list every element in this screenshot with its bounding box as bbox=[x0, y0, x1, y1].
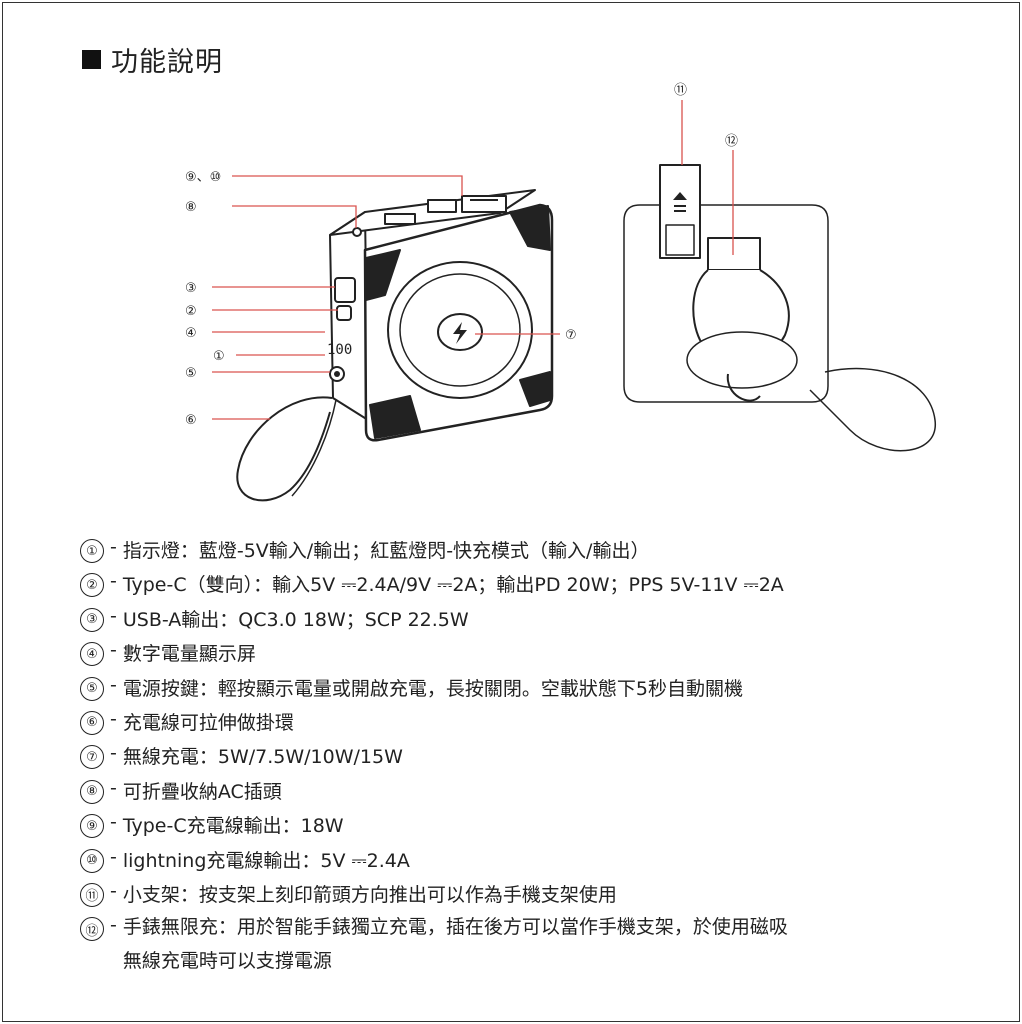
watch-charger-base bbox=[686, 331, 798, 389]
feature-text: USB-A輸出：QC3.0 18W；SCP 22.5W bbox=[122, 608, 469, 631]
feature-dash: - bbox=[110, 845, 117, 868]
feature-dash: - bbox=[110, 707, 117, 730]
feature-text: 數字電量顯示屏 bbox=[122, 643, 256, 666]
stand-base bbox=[665, 224, 695, 256]
digital-display-icon: 100 bbox=[327, 342, 352, 358]
leader-8 bbox=[232, 205, 357, 228]
power-button-dot bbox=[334, 371, 340, 377]
feature-item: ⑫ - 手錶無限充：用於智能手錶獨立充電，插在後方可以當作手機支架，於使用磁吸 … bbox=[80, 914, 980, 978]
feature-text: Type-C充電線輸出：18W bbox=[122, 815, 344, 838]
callout-9-10: ⑨、⑩ bbox=[185, 170, 221, 185]
title-text: 功能說明 bbox=[111, 47, 223, 78]
feature-list: ① - 指示燈：藍燈-5V輸入/輸出；紅藍燈閃-快充模式（輸入/輸出） ② - … bbox=[80, 536, 980, 978]
feature-text-continued: 無線充電時可以支撐電源 bbox=[122, 950, 332, 973]
feature-text: Type-C（雙向）：輸入5V ⎓2.4A/9V ⎓2A；輸出PD 20W；PP… bbox=[122, 574, 784, 597]
feature-item: ② - Type-C（雙向）：輸入5V ⎓2.4A/9V ⎓2A；輸出PD 20… bbox=[80, 570, 980, 604]
callout-leaders bbox=[212, 100, 734, 420]
feature-number: ⑨ bbox=[80, 814, 104, 839]
cable-slot-lightning bbox=[461, 195, 507, 213]
feature-number: ⑦ bbox=[80, 745, 104, 770]
lanyard-inner bbox=[291, 399, 337, 497]
wireless-pad-inner bbox=[399, 273, 521, 387]
callout-7: ⑦ bbox=[565, 328, 577, 343]
usb-a-port bbox=[334, 277, 356, 303]
feature-number: ⑤ bbox=[80, 676, 104, 701]
title-square-icon bbox=[82, 50, 101, 69]
callout-2: ② bbox=[185, 304, 197, 319]
callout-5: ⑤ bbox=[185, 366, 197, 381]
feature-text: 指示燈：藍燈-5V輸入/輸出；紅藍燈閃-快充模式（輸入/輸出） bbox=[122, 540, 650, 562]
feature-text: 小支架：按支架上刻印箭頭方向推出可以作為手機支架使用 bbox=[122, 883, 617, 906]
callout-labels: ⑨、⑩ ⑧ ③ ② ④ ① ⑤ ⑥ ⑦ ⑪ ⑫ bbox=[185, 83, 738, 428]
feature-item: ⑥ - 充電線可拉伸做掛環 bbox=[80, 708, 980, 742]
feature-text-block: 手錶無限充：用於智能手錶獨立充電，插在後方可以當作手機支架，於使用磁吸 無線充電… bbox=[123, 910, 788, 978]
callout-4: ④ bbox=[185, 326, 197, 341]
feature-dash: - bbox=[110, 879, 117, 902]
watch-charger-cord bbox=[726, 373, 761, 402]
feature-dash: - bbox=[110, 776, 117, 799]
feature-text: 無線充電：5W/7.5W/10W/15W bbox=[122, 746, 403, 769]
feature-dash: - bbox=[110, 673, 117, 696]
feature-dash: - bbox=[110, 811, 117, 834]
feature-number: ③ bbox=[80, 607, 104, 632]
bumper-bottom-right bbox=[519, 371, 551, 407]
feature-text: 可折疊收納AC插頭 bbox=[122, 780, 282, 803]
bumper-top-left bbox=[365, 249, 401, 301]
feature-number: ⑩ bbox=[80, 848, 104, 873]
cable-slot-typec bbox=[427, 199, 457, 213]
feature-dash: - bbox=[110, 639, 117, 662]
feature-number: ⑧ bbox=[80, 779, 104, 804]
feature-number: ④ bbox=[80, 642, 104, 667]
lightning-bolt-icon bbox=[453, 322, 467, 344]
callout-11: ⑪ bbox=[674, 83, 687, 98]
usb-c-port bbox=[336, 305, 352, 321]
feature-item: ⑤ - 電源按鍵：輕按顯示電量或開啟充電，長按關閉。空載狀態下5秒自動關機 bbox=[80, 674, 980, 708]
callout-1: ① bbox=[213, 349, 225, 364]
feature-item: ③ - USB-A輸出：QC3.0 18W；SCP 22.5W bbox=[80, 605, 980, 639]
bumper-top-right bbox=[509, 205, 551, 251]
feature-number: ⑪ bbox=[80, 882, 104, 907]
feature-text: 手錶無限充：用於智能手錶獨立充電，插在後方可以當作手機支架，於使用磁吸 bbox=[122, 916, 788, 939]
product-diagram: 100 bbox=[185, 83, 936, 502]
section-title: 功能說明 bbox=[82, 40, 223, 79]
feature-dash: - bbox=[110, 914, 117, 937]
power-bank-back-view bbox=[623, 164, 936, 452]
feature-number: ② bbox=[80, 573, 104, 598]
feature-dash: - bbox=[110, 604, 117, 627]
callout-12: ⑫ bbox=[725, 134, 738, 149]
feature-text: 充電線可拉伸做掛環 bbox=[122, 711, 294, 734]
callout-3: ③ bbox=[185, 281, 197, 296]
feature-number: ⑫ bbox=[80, 917, 104, 942]
bumper-bottom-left bbox=[369, 395, 421, 439]
feature-dash: - bbox=[110, 570, 117, 593]
callout-6: ⑥ bbox=[185, 413, 197, 428]
callout-8: ⑧ bbox=[185, 200, 197, 215]
feature-item: ⑨ - Type-C充電線輸出：18W bbox=[80, 811, 980, 845]
power-bank-front-view: 100 bbox=[236, 189, 554, 502]
feature-number: ① bbox=[80, 539, 104, 563]
indicator-led bbox=[352, 227, 362, 237]
watch-charger-head bbox=[707, 237, 761, 271]
feature-dash: - bbox=[110, 536, 117, 558]
feature-item: ⑦ - 無線充電：5W/7.5W/10W/15W bbox=[80, 742, 980, 776]
feature-item: ⑧ - 可折疊收納AC插頭 bbox=[80, 777, 980, 811]
ac-plug-slot bbox=[384, 213, 416, 225]
lanyard-loop bbox=[236, 396, 333, 502]
feature-item: ① - 指示燈：藍燈-5V輸入/輸出；紅藍燈閃-快充模式（輸入/輸出） bbox=[80, 536, 980, 570]
feature-dash: - bbox=[110, 742, 117, 765]
feature-text: lightning充電線輸出：5V ⎓2.4A bbox=[122, 849, 410, 872]
stand-arrow-icon bbox=[673, 192, 687, 200]
back-cable-loop bbox=[809, 367, 936, 452]
leader-9-10 bbox=[232, 175, 463, 196]
feature-item: ④ - 數字電量顯示屏 bbox=[80, 639, 980, 673]
feature-item: ⑩ - lightning充電線輸出：5V ⎓2.4A bbox=[80, 846, 980, 880]
wireless-pad-outer bbox=[387, 261, 533, 399]
feature-text: 電源按鍵：輕按顯示電量或開啟充電，長按關閉。空載狀態下5秒自動關機 bbox=[122, 677, 743, 700]
feature-item: ⑪ - 小支架：按支架上刻印箭頭方向推出可以作為手機支架使用 bbox=[80, 880, 980, 914]
feature-number: ⑥ bbox=[80, 710, 104, 735]
